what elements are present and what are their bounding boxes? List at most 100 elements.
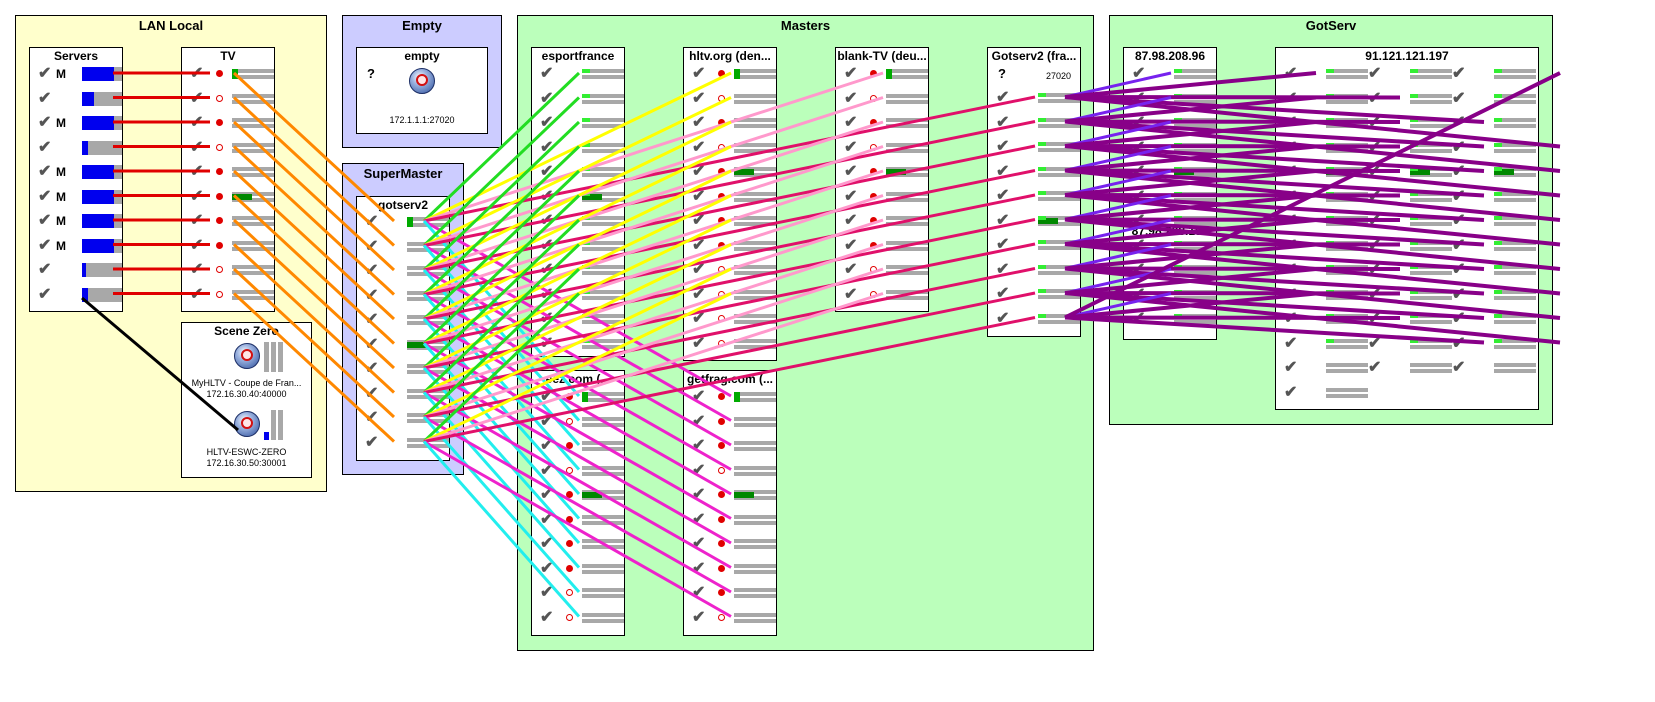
bar-track [734,118,776,122]
list-item[interactable]: ✔ [692,237,776,253]
status-dot-icon [566,466,573,474]
list-item[interactable]: ✔ [692,335,776,351]
bar-fill [1410,167,1418,171]
bar-track [1494,363,1536,367]
server-row[interactable]: ✔ [38,139,122,155]
server-icon[interactable] [234,343,260,369]
server-row[interactable]: ✔ [38,262,122,278]
list-item[interactable]: ✔ [692,65,776,82]
bar-track [232,289,274,294]
server-row[interactable]: ✔M [38,66,122,82]
list-item[interactable]: ✔ [1452,360,1536,376]
server-icon[interactable] [409,68,435,94]
list-item[interactable]: ✔ [692,311,776,327]
link-line [422,243,581,394]
bar-track [734,563,776,568]
list-item[interactable]: ✔ [844,164,928,180]
bar-fill [1038,117,1046,122]
link-line [422,218,581,370]
player-count-fill [82,140,88,155]
list-item[interactable]: ✔ [540,560,624,576]
bar-track [1038,270,1080,275]
master-label: M [56,214,66,228]
bar-track [232,197,274,202]
status-dot-icon [718,589,725,596]
bar-track [886,148,928,153]
list-item[interactable]: ✔ [1452,66,1536,82]
list-item[interactable]: ✔ [844,187,928,205]
bar-track [232,173,274,177]
check-icon: ✔ [365,409,379,426]
link-line [1064,120,1172,148]
link-line [422,120,581,272]
bar-track [1038,240,1080,244]
bar-track [582,142,624,147]
list-item[interactable]: ✔ [1368,360,1452,376]
panel-empty[interactable]: empty ? 172.1.1.1:27020 [356,47,488,134]
load-bar [734,416,776,427]
list-item[interactable]: ✔ [692,115,776,131]
link-line [423,120,1036,247]
list-item[interactable]: ✔ [1284,360,1368,376]
bar-track [734,416,776,421]
bar-track [734,173,776,177]
list-item[interactable]: ✔ [844,213,928,229]
server-row[interactable]: ✔ [38,286,122,302]
check-icon: ✔ [844,261,858,278]
server-icon[interactable] [234,411,260,437]
list-item[interactable]: ✔ [692,188,776,204]
check-icon: ✔ [844,187,858,205]
link-line [1064,120,1317,148]
panel-servers[interactable]: Servers ✔M✔✔M✔✔M✔M✔M✔M✔✔ [29,47,123,312]
status-dot-icon [216,241,223,249]
list-item[interactable]: ✔ [692,609,776,625]
check-icon: ✔ [365,262,379,279]
bar-track [1038,295,1080,299]
check-icon: ✔ [692,65,706,82]
list-item[interactable]: ✔ [540,536,624,552]
link-line [422,71,581,223]
status-dot-icon [216,94,223,102]
bar-track [734,265,776,269]
server-row[interactable]: ✔M [38,213,122,229]
bar-track [1174,246,1216,251]
list-item[interactable]: ✔ [844,139,928,155]
server-row[interactable]: ✔M [38,188,122,204]
list-item[interactable]: ✔ [844,115,928,131]
list-item[interactable]: ✔ [540,66,624,82]
list-item[interactable]: ✔ [692,262,776,278]
load-bar [734,142,776,153]
bar-track [1494,124,1536,128]
link-line [232,169,396,321]
server-row[interactable]: ✔M [38,164,122,180]
list-item[interactable]: ✔ [1132,66,1216,82]
list-item[interactable]: ✔ [692,213,776,229]
list-item[interactable]: ✔ [190,139,274,155]
list-item[interactable]: ✔ [844,66,928,82]
list-item[interactable]: ✔ [844,237,928,253]
bar-track [1038,221,1080,226]
link-line [423,144,1036,272]
link-line [1064,315,1485,345]
load-bar [232,118,274,128]
list-item[interactable]: ✔ [692,164,776,180]
list-item[interactable]: ✔ [540,609,624,625]
server-row[interactable]: ✔M [38,115,122,131]
list-item[interactable]: ✔ [692,286,776,302]
list-item[interactable]: ✔ [1368,66,1452,82]
bar-track [1326,75,1368,79]
server-row[interactable]: ✔M [38,237,122,253]
check-icon: ✔ [38,89,52,107]
list-item[interactable]: ✔ [692,139,776,155]
master-label: M [56,116,66,130]
server-row[interactable]: ✔ [38,89,122,107]
bar-track [1038,191,1080,195]
link-line [1064,96,1172,123]
list-item[interactable]: ✔ [1284,384,1368,400]
list-item[interactable]: ✔ [540,585,624,601]
bar-track [582,588,624,592]
bar-fill [1494,93,1502,98]
bar-fill [1410,69,1418,73]
list-item[interactable]: ✔ [1284,335,1368,351]
server-address: 172.1.1.1:27020 [389,115,455,125]
